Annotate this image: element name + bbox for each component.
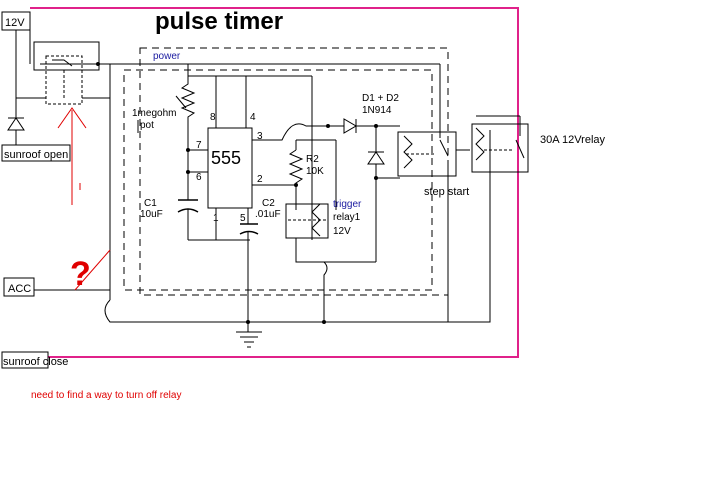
node-dot bbox=[294, 183, 298, 187]
node-dot bbox=[96, 62, 100, 66]
question-mark: ? bbox=[70, 255, 91, 293]
node-dot bbox=[246, 320, 250, 324]
pot-resistor bbox=[180, 76, 196, 150]
step-start-relay bbox=[397, 131, 457, 177]
red-arrow-head bbox=[57, 107, 87, 129]
diode-label-part: 1N914 bbox=[362, 105, 392, 116]
ic-555-label: 555 bbox=[211, 148, 241, 168]
step-start-label: step start bbox=[424, 186, 469, 198]
pot-wiper bbox=[175, 95, 187, 109]
node-dot bbox=[186, 148, 190, 152]
terminal-acc-box bbox=[3, 277, 35, 297]
left-relay-body bbox=[45, 55, 83, 105]
power-label: power bbox=[153, 51, 181, 62]
step-start-coil bbox=[403, 135, 413, 169]
ground-return-wire bbox=[104, 130, 491, 323]
terminal-sunroof-open-label: sunroof open bbox=[4, 149, 68, 161]
node-dot bbox=[186, 170, 190, 174]
c2-plate-bottom bbox=[239, 230, 259, 235]
node-dot bbox=[322, 320, 326, 324]
node-dot bbox=[374, 124, 378, 128]
relay1-body bbox=[285, 203, 329, 239]
pin-6: 6 bbox=[196, 172, 202, 183]
design-note: need to find a way to turn off relay bbox=[31, 390, 181, 401]
node-dot bbox=[374, 176, 378, 180]
pin-7: 7 bbox=[196, 140, 202, 151]
r2-label-name: R2 bbox=[306, 154, 319, 165]
red-cut-line bbox=[74, 249, 111, 291]
relay1-ground-wire bbox=[295, 238, 328, 322]
c1-label-name: C1 bbox=[144, 198, 157, 209]
r2-resistor bbox=[288, 149, 304, 210]
pin-3: 3 bbox=[257, 131, 263, 142]
ic-555 bbox=[207, 127, 253, 209]
relay-30a-contact bbox=[515, 139, 525, 159]
d2-symbol bbox=[367, 151, 385, 165]
pot-label-value: 1megohm bbox=[132, 108, 176, 119]
diode-label-name: D1 + D2 bbox=[362, 93, 399, 104]
relay-30a-label: 30A 12Vrelay bbox=[540, 134, 606, 146]
trigger-label: trigger bbox=[333, 199, 362, 210]
outer-dashed-box bbox=[139, 47, 449, 296]
d1-symbol bbox=[343, 118, 357, 134]
pin-4: 4 bbox=[250, 112, 256, 123]
terminal-acc-label: ACC bbox=[8, 283, 31, 295]
step-start-contact bbox=[439, 139, 449, 157]
terminal-sunroof-close-label: sunroof close bbox=[3, 356, 68, 368]
relay1-label-voltage: 12V bbox=[333, 226, 351, 237]
pin-5: 5 bbox=[240, 213, 246, 224]
left-relay-frame bbox=[33, 41, 100, 71]
terminal-12v-label: 12V bbox=[5, 17, 25, 29]
c2-label-name: C2 bbox=[262, 198, 275, 209]
relay1-label-name: relay1 bbox=[333, 212, 361, 223]
c2-label-value: .01uF bbox=[255, 209, 281, 220]
relay1-coil bbox=[311, 203, 321, 237]
pin-8: 8 bbox=[210, 112, 216, 123]
harness-wire bbox=[30, 7, 519, 358]
terminal-sunroof-close-box bbox=[1, 351, 49, 369]
node-dot bbox=[326, 124, 330, 128]
terminal-12v-box bbox=[1, 11, 31, 31]
terminal-sunroof-open-box bbox=[1, 144, 71, 162]
relay-30a-body bbox=[471, 123, 529, 173]
c1-label-value: 10uF bbox=[140, 209, 163, 220]
relay-30a-coil bbox=[475, 127, 485, 161]
pin3-output-wire bbox=[252, 123, 336, 141]
pin-1: 1 bbox=[213, 213, 219, 224]
diagram-title: pulse timer bbox=[155, 8, 283, 35]
left-relay-contact bbox=[52, 59, 73, 67]
pot-label-type: pot bbox=[140, 120, 154, 131]
left-diode-symbol bbox=[7, 117, 25, 131]
pin-2: 2 bbox=[257, 174, 263, 185]
r2-label-value: 10K bbox=[306, 166, 324, 177]
